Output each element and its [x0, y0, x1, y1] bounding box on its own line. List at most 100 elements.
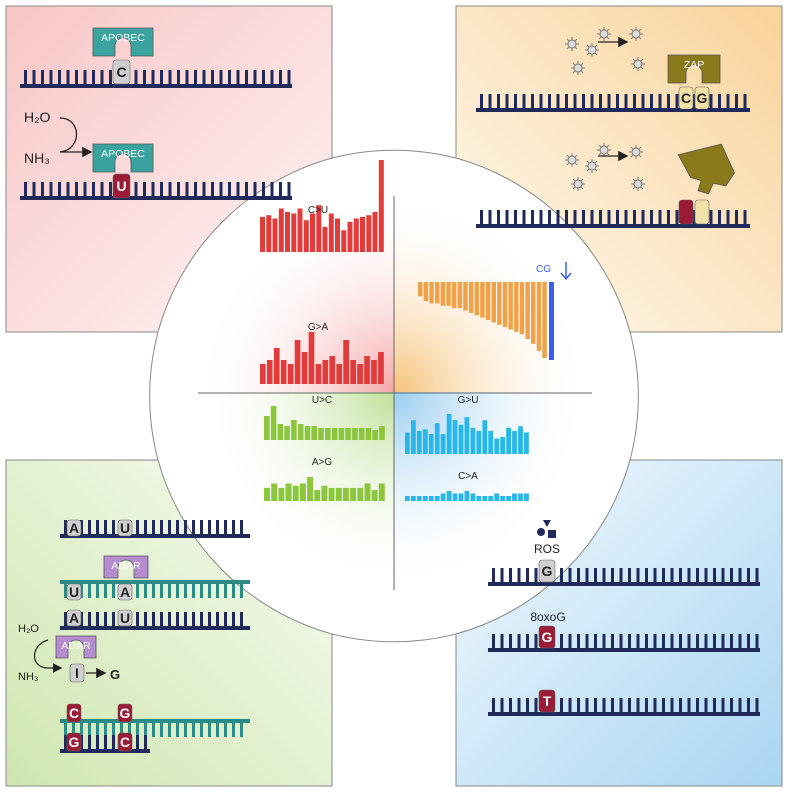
backbone — [476, 224, 750, 228]
bar — [350, 487, 357, 501]
backbone — [488, 648, 760, 652]
base-tick — [611, 568, 614, 584]
apobec-enzyme-bottom: APOBEC — [92, 143, 154, 173]
bar — [378, 160, 384, 252]
adar-base: G — [117, 703, 133, 723]
ros-molecule-icon — [543, 520, 551, 527]
base-tick — [696, 568, 699, 584]
ros-molecule-icon — [537, 528, 545, 536]
nucleotide-letter: G — [120, 705, 131, 721]
circle-arc-left — [149, 331, 159, 461]
base-tick — [151, 182, 155, 198]
apobec-base-c: C — [112, 59, 131, 85]
bar — [350, 360, 356, 384]
nucleotide-letter: C — [120, 734, 130, 750]
base-tick — [658, 210, 662, 226]
base-tick — [176, 612, 179, 628]
base-tick — [134, 70, 138, 86]
bar — [434, 496, 440, 501]
bar — [299, 483, 306, 501]
nucleotide-letter: T — [543, 693, 552, 709]
base-tick — [232, 612, 235, 628]
base-tick — [514, 94, 517, 110]
base-tick — [565, 210, 568, 226]
base-tick — [152, 520, 155, 536]
nucleotide-letter: A — [120, 584, 130, 600]
bar — [519, 282, 525, 335]
bar — [524, 432, 529, 454]
base-tick — [509, 698, 512, 714]
base-tick — [80, 612, 83, 628]
bar — [435, 282, 440, 304]
base-tick — [80, 721, 83, 737]
backbone — [20, 84, 292, 88]
base-tick — [522, 210, 526, 226]
virus-core — [573, 179, 583, 189]
base-tick — [735, 210, 738, 226]
bar — [446, 491, 452, 501]
virus-icon — [585, 159, 599, 173]
base-tick — [619, 568, 623, 584]
base-tick — [80, 735, 83, 751]
base-tick — [143, 182, 146, 198]
bar — [474, 282, 479, 316]
nucleotide-letter: U — [116, 178, 126, 194]
base-tick — [633, 94, 636, 110]
adar-base: G — [66, 732, 82, 752]
nucleotide-body — [117, 519, 133, 537]
virus-core — [633, 59, 643, 69]
base-tick — [556, 94, 560, 110]
base-tick — [160, 721, 163, 737]
bar — [315, 364, 322, 384]
base-tick — [92, 182, 95, 198]
base-tick — [143, 70, 146, 86]
base-tick — [692, 210, 696, 226]
base-tick — [211, 70, 214, 86]
base-tick — [144, 612, 147, 628]
base-tick — [488, 210, 492, 226]
chart-title: G>U — [458, 395, 479, 406]
base-tick — [177, 70, 180, 86]
base-tick — [177, 182, 180, 198]
base-tick — [236, 70, 240, 86]
base-tick — [611, 698, 614, 714]
virus-core — [631, 29, 641, 39]
base-tick — [109, 70, 112, 86]
bar — [497, 282, 502, 325]
base-tick — [224, 582, 227, 598]
bar — [422, 429, 428, 454]
base-tick — [160, 582, 163, 598]
base-tick — [675, 210, 679, 226]
base-tick — [577, 698, 580, 714]
base-tick — [713, 634, 716, 650]
base-tick — [152, 582, 155, 598]
base-tick — [514, 210, 517, 226]
circle-arc-bottom — [331, 633, 457, 643]
bar — [524, 493, 529, 501]
bar — [322, 360, 329, 384]
base-tick — [152, 612, 155, 628]
base-tick — [200, 582, 203, 598]
base-tick — [216, 582, 219, 598]
base-tick — [687, 698, 691, 714]
chart-title: A>G — [312, 457, 333, 468]
base-tick — [49, 182, 53, 198]
base-tick — [755, 634, 759, 650]
base-tick — [667, 210, 670, 226]
base-tick — [509, 568, 512, 584]
zap-enzyme: ZAP — [667, 54, 721, 84]
bar — [470, 427, 476, 454]
virus-core — [599, 145, 609, 155]
nucleotide-letter: G — [542, 563, 553, 579]
base-tick — [66, 70, 70, 86]
base-tick — [704, 568, 708, 584]
base-tick — [687, 634, 691, 650]
adar-base: C — [66, 703, 82, 723]
bar — [502, 282, 508, 328]
base-tick — [747, 634, 750, 650]
base-tick — [492, 698, 495, 714]
base-tick — [144, 582, 147, 598]
bar — [352, 428, 358, 440]
adar-base: U — [66, 583, 82, 601]
bar — [416, 496, 422, 501]
